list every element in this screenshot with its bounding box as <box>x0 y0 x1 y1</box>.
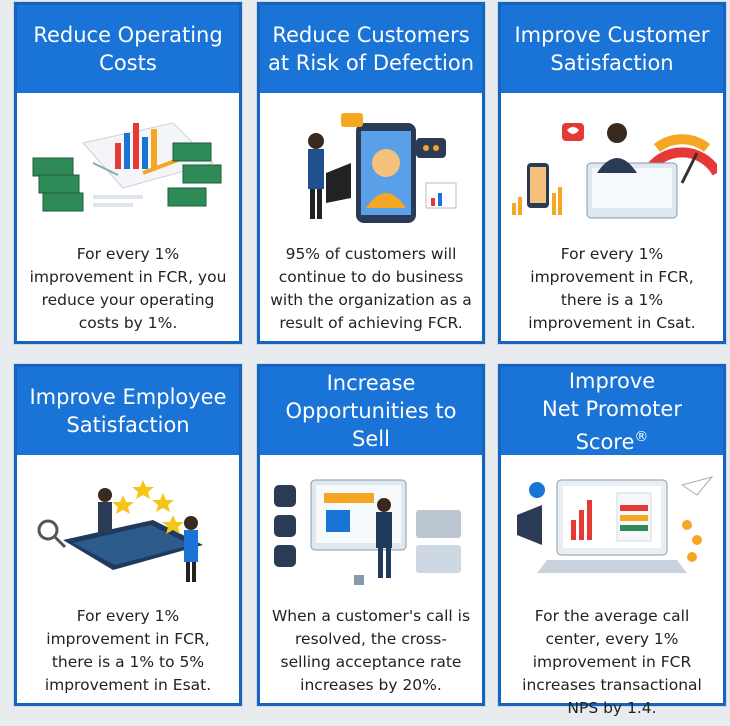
nps-laptop-icon <box>501 455 723 605</box>
card-title-line2: Satisfaction <box>66 413 190 437</box>
card-title-line1: Reduce Operating <box>33 23 223 47</box>
card-title: Improve Customer Satisfaction <box>501 5 723 93</box>
card-body: For the average call center, every 1% im… <box>522 607 702 717</box>
card-title-line1: Improve Employee <box>29 385 227 409</box>
card-body: When a customer's call is resolved, the … <box>271 607 471 694</box>
card-body: For every 1% improvement in FCR, there i… <box>528 245 696 332</box>
card-body: 95% of customers will continue to do bus… <box>270 245 472 332</box>
card-title: Increase Opportunities to Sell <box>260 367 482 455</box>
card-reduce-customers-at-risk: Reduce Customers at Risk of Defection <box>257 2 485 344</box>
card-title-line2: Costs <box>99 51 157 75</box>
card-title-line2: Net Promoter Score <box>542 396 682 454</box>
card-reduce-operating-costs: Reduce Operating Costs <box>14 2 242 344</box>
card-increase-opportunities-to-sell: Increase Opportunities to Sell When <box>257 364 485 706</box>
card-title-line2: Opportunities to Sell <box>285 399 457 451</box>
satisfaction-gauge-icon <box>501 93 723 243</box>
card-improve-employee-satisfaction: Improve Employee Satisfaction <box>14 364 242 706</box>
card-body: For every 1% improvement in FCR, you red… <box>29 245 227 332</box>
card-improve-net-promoter-score: Improve Net Promoter Score® For the aver… <box>498 364 726 717</box>
sales-monitor-icon <box>260 455 482 605</box>
card-title-line2: Satisfaction <box>550 51 674 75</box>
money-charts-icon <box>17 93 239 243</box>
card-title-line1: Reduce Customers <box>272 23 470 47</box>
customer-phone-agent-icon <box>260 93 482 243</box>
card-title-line1: Improve Customer <box>514 23 710 47</box>
employee-stars-icon <box>17 455 239 605</box>
card-title: Reduce Customers at Risk of Defection <box>260 5 482 93</box>
card-title-line2: at Risk of Defection <box>267 51 475 75</box>
card-title-line1: Improve <box>568 368 656 393</box>
card-title: Improve Employee Satisfaction <box>17 367 239 455</box>
card-title: Reduce Operating Costs <box>17 5 239 93</box>
card-body: For every 1% improvement in FCR, there i… <box>44 607 212 694</box>
card-improve-customer-satisfaction: Improve Customer Satisfaction For every … <box>498 2 726 344</box>
card-title-line1: Increase <box>326 371 416 395</box>
registered-mark: ® <box>634 428 649 445</box>
card-title: Improve Net Promoter Score® <box>501 367 723 455</box>
